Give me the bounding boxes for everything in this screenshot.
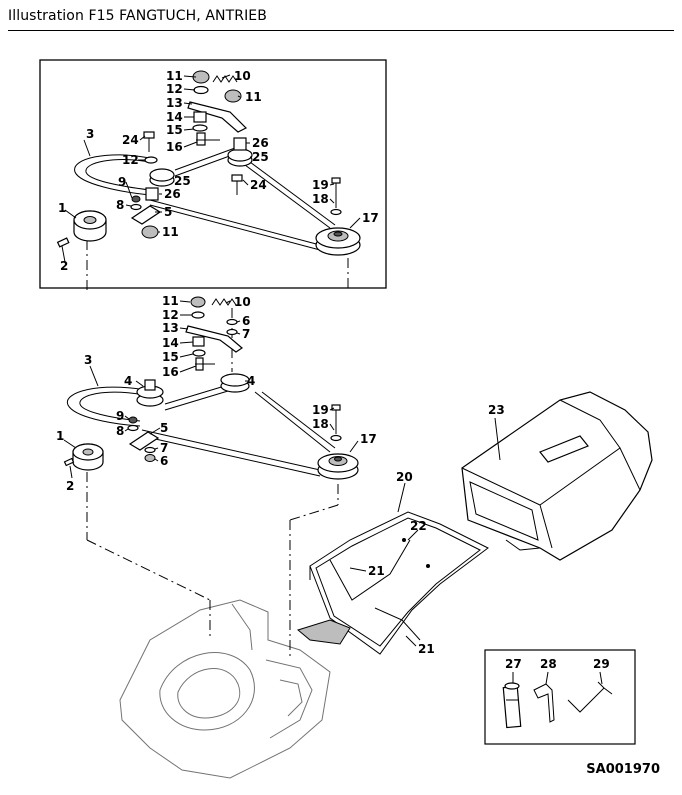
main-label-13: 13: [162, 321, 179, 335]
inset-label-5: 5: [164, 205, 172, 219]
main-label-4-right: 4: [247, 374, 255, 388]
bag-frame: 20 22 21 21: [296, 470, 489, 656]
inset-label-24-left: 24: [122, 133, 139, 147]
main-label-4-left: 4: [124, 374, 132, 388]
inset-label-25-left: 25: [174, 174, 191, 188]
main-label-18: 18: [312, 417, 329, 431]
inset-label-11-top: 11: [166, 69, 183, 83]
inset-label-16: 16: [166, 140, 183, 154]
inset-label-12-top: 12: [166, 82, 183, 96]
inset-label-3: 3: [86, 127, 94, 141]
inset-label-24-right: 24: [250, 178, 267, 192]
main-label-15: 15: [162, 350, 179, 364]
inset-label-2: 2: [60, 259, 68, 273]
inset-label-26-right: 26: [252, 136, 269, 150]
main-label-12: 12: [162, 308, 179, 322]
inset-label-11-right: 11: [245, 90, 262, 104]
inset-label-13: 13: [166, 96, 183, 110]
main-label-5: 5: [160, 421, 168, 435]
main-label-22: 22: [410, 519, 427, 533]
main-label-10: 10: [234, 295, 251, 309]
main-label-8: 8: [116, 424, 124, 438]
main-label-14: 14: [162, 336, 179, 350]
main-label-6-bottom: 6: [160, 454, 168, 468]
inset-label-10: 10: [234, 69, 251, 83]
tool-label-29: 29: [593, 657, 610, 671]
main-label-6-top: 6: [242, 314, 250, 328]
inset-label-18: 18: [312, 192, 329, 206]
main-label-19: 19: [312, 403, 329, 417]
main-label-2: 2: [66, 479, 74, 493]
tools-box: 27 28 29: [484, 649, 636, 745]
main-label-21-lower: 21: [418, 642, 435, 656]
main-label-1: 1: [56, 429, 64, 443]
main-label-3: 3: [84, 353, 92, 367]
main-label-7-top: 7: [242, 327, 250, 341]
main-drive-assembly: 11 10 12 6 13 7 14 15 16 4 3 4 9 8 5 7 6…: [56, 294, 377, 660]
page-title: Illustration F15 FANGTUCH, ANTRIEB: [8, 8, 267, 24]
drawing-code: SA001970: [586, 762, 660, 777]
main-label-11: 11: [162, 294, 179, 308]
inset-label-25-right: 25: [252, 150, 269, 164]
main-label-16: 16: [162, 365, 179, 379]
inset-label-26-left: 26: [164, 187, 181, 201]
tool-label-28: 28: [540, 657, 557, 671]
inset-label-12-left: 12: [122, 153, 139, 167]
main-label-23: 23: [488, 403, 505, 417]
main-label-20: 20: [396, 470, 413, 484]
tool-label-27: 27: [505, 657, 522, 671]
page-header: Illustration F15 FANGTUCH, ANTRIEB: [8, 4, 674, 31]
main-label-21-upper: 21: [368, 564, 385, 578]
main-label-9: 9: [116, 409, 124, 423]
inset-label-19: 19: [312, 178, 329, 192]
inset-detail-box: 11 10 12 11 13 14 15 16 26 25 24 3 24 12…: [39, 59, 387, 290]
mower-deck: [119, 599, 331, 779]
inset-label-14: 14: [166, 110, 183, 124]
main-label-7-bottom: 7: [160, 441, 168, 455]
grass-bag-cover: 23: [461, 391, 653, 561]
inset-label-9: 9: [118, 175, 126, 189]
inset-label-8: 8: [116, 198, 124, 212]
inset-label-11-bottom: 11: [162, 225, 179, 239]
inset-label-15: 15: [166, 123, 183, 137]
inset-label-17: 17: [362, 211, 379, 225]
main-label-17: 17: [360, 432, 377, 446]
inset-label-1: 1: [58, 201, 66, 215]
